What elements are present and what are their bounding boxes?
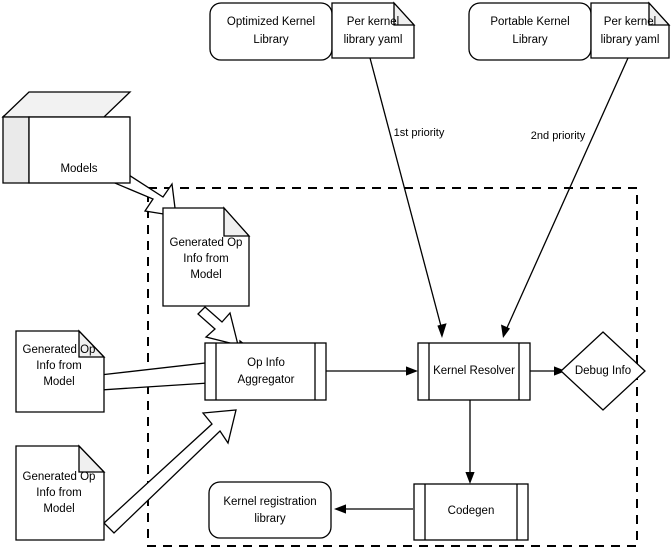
codegen-label: Codegen bbox=[448, 505, 495, 517]
edge-kernel-resolver-to-debug-info bbox=[530, 366, 566, 376]
node-generated-op-info-bottom[interactable]: Generated Op Info from Model bbox=[15, 444, 106, 541]
optimized-kernel-library-label-line1: Optimized Kernel bbox=[227, 16, 315, 28]
node-per-kernel-library-yaml-1[interactable]: Per kernel library yaml bbox=[331, 1, 416, 59]
per-kernel-library-yaml-1-label-line2: library yaml bbox=[344, 34, 403, 46]
models-label: Models bbox=[60, 163, 97, 175]
edge-label-second-priority: 2nd priority bbox=[531, 130, 586, 142]
node-generated-op-info-mid[interactable]: Generated Op Info from Model bbox=[15, 329, 106, 413]
edge-codegen-to-kernel-registration-library bbox=[334, 504, 413, 514]
generated-op-info-bottom-label-line1: Generated Op bbox=[23, 471, 96, 483]
node-per-kernel-library-yaml-2[interactable]: Per kernel library yaml bbox=[590, 1, 671, 59]
optimized-kernel-library-label-line2: Library bbox=[253, 34, 288, 46]
portable-kernel-library-label-line2: Library bbox=[512, 34, 547, 46]
kernel-registration-library-label-line1: Kernel registration bbox=[223, 496, 316, 508]
generated-op-info-bottom-label-line2: Info from bbox=[36, 487, 81, 499]
kernel-resolver-label: Kernel Resolver bbox=[433, 365, 515, 377]
generated-op-info-bottom-label-line3: Model bbox=[43, 503, 74, 515]
generated-op-info-top-label-line3: Model bbox=[190, 269, 221, 281]
build-time-boundary bbox=[147, 187, 638, 547]
portable-kernel-library-label-line1: Portable Kernel bbox=[490, 16, 569, 28]
node-kernel-resolver[interactable]: Kernel Resolver bbox=[417, 342, 531, 401]
debug-info-label: Debug Info bbox=[575, 365, 631, 377]
per-kernel-library-yaml-2-label-line1: Per kernel bbox=[604, 16, 656, 28]
node-kernel-registration-library[interactable]: Kernel registration library bbox=[208, 481, 332, 539]
edge-label-first-priority: 1st priority bbox=[394, 127, 445, 139]
block-arrow-generated-op-info-top-to-aggregator bbox=[197, 306, 239, 346]
op-info-aggregator-label-line1: Op Info bbox=[247, 357, 285, 369]
generated-op-info-mid-label-line1: Generated Op bbox=[23, 344, 96, 356]
block-arrow-generated-op-info-bottom-to-aggregator bbox=[103, 409, 237, 534]
node-optimized-kernel-library[interactable]: Optimized Kernel Library bbox=[209, 2, 333, 61]
kernel-registration-library-label-line2: library bbox=[254, 513, 286, 525]
edge-yaml2-to-kernel-resolver bbox=[501, 57, 629, 338]
op-info-aggregator-label-line2: Aggregator bbox=[238, 374, 295, 386]
generated-op-info-mid-label-line2: Info from bbox=[36, 360, 81, 372]
generated-op-info-mid-label-line3: Model bbox=[43, 376, 74, 388]
node-models[interactable]: Models bbox=[1, 91, 132, 184]
edge-kernel-resolver-to-codegen bbox=[465, 400, 475, 484]
node-debug-info[interactable]: Debug Info bbox=[560, 331, 646, 411]
edge-aggregator-to-kernel-resolver bbox=[326, 366, 418, 376]
generated-op-info-top-label-line1: Generated Op bbox=[170, 237, 243, 249]
node-generated-op-info-top[interactable]: Generated Op Info from Model bbox=[162, 206, 251, 307]
node-portable-kernel-library[interactable]: Portable Kernel Library bbox=[468, 2, 592, 61]
generated-op-info-top-label-line2: Info from bbox=[183, 253, 228, 265]
node-codegen[interactable]: Codegen bbox=[413, 483, 529, 541]
node-op-info-aggregator[interactable]: Op Info Aggregator bbox=[204, 342, 327, 401]
per-kernel-library-yaml-1-label-line1: Per kernel bbox=[347, 16, 399, 28]
per-kernel-library-yaml-2-label-line2: library yaml bbox=[601, 34, 660, 46]
edge-yaml1-to-kernel-resolver bbox=[369, 57, 447, 338]
